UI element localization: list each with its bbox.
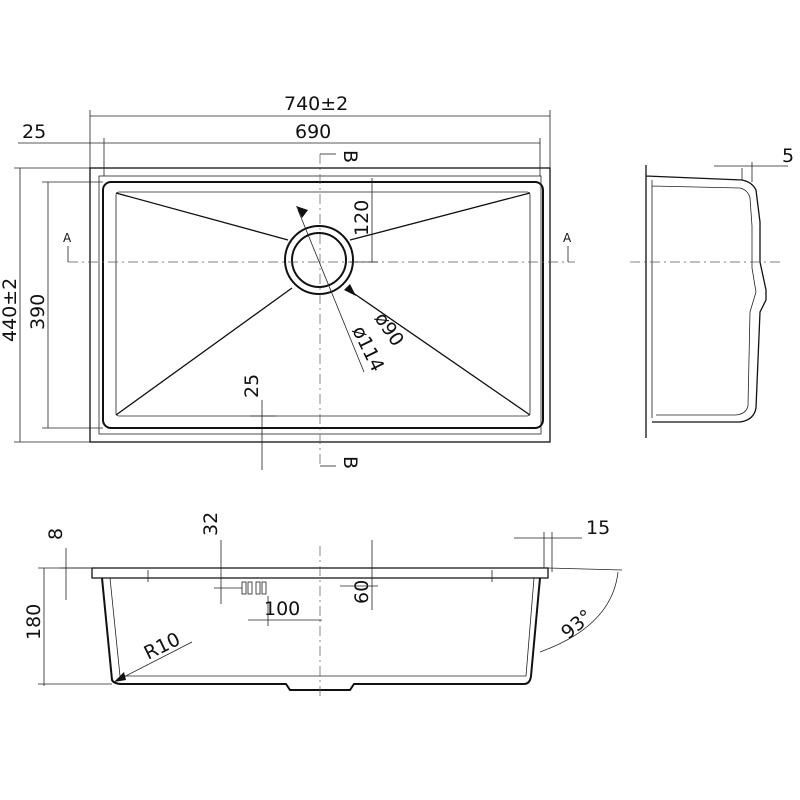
section-a-left-label: A: [63, 231, 72, 245]
leader-arrow-r10: [114, 672, 126, 682]
angle-arc-93: [539, 571, 619, 653]
overflow-slot-3: [255, 581, 261, 595]
overflow-slots: [241, 581, 267, 595]
dimension-8-label: 8: [45, 528, 67, 540]
overflow-slot-4: [261, 581, 267, 595]
side-profile-outline: [645, 165, 767, 438]
leader-line-r10: [113, 641, 193, 683]
top-view: A A B B 740±2 690 25 440±2 390 1: [0, 93, 575, 470]
dimension-r10-label: R10: [141, 628, 184, 664]
side-profile-inner: [651, 180, 757, 418]
section-b-top-label: B: [339, 150, 361, 163]
bowl-inner-outline: [115, 191, 531, 417]
side-view: 5: [630, 145, 794, 438]
leader-line-drain: [297, 209, 365, 373]
overflow-slot-1: [241, 581, 247, 595]
overflow-slot-2: [247, 581, 253, 595]
dimension-32-label: 32: [200, 512, 222, 536]
dimension-440-label: 440±2: [0, 278, 21, 342]
dimension-93-label: 93°: [557, 605, 597, 644]
section-a-right-label: A: [563, 231, 572, 245]
drain-inner-circle: [291, 232, 347, 288]
slope-line-bottom-right: [345, 287, 531, 416]
dimension-15-label: 15: [586, 517, 610, 539]
dimension-690-label: 690: [295, 121, 331, 143]
dimension-25-flange-label: 25: [22, 121, 46, 143]
dimension-740-label: 740±2: [284, 93, 348, 115]
angle-reference-line: [547, 567, 623, 571]
dimension-390-label: 390: [27, 294, 49, 330]
slope-line-bottom-left: [115, 287, 293, 416]
bowl-outline: [102, 181, 544, 429]
dimension-120-label: 120: [351, 200, 373, 236]
front-rim-outline: [91, 567, 549, 579]
drain-outer-circle: [284, 225, 354, 295]
leader-arrow-drain-top: [296, 206, 308, 218]
dimension-60-label: 60: [351, 580, 373, 604]
section-b-bottom-label: B: [339, 456, 361, 469]
dimension-25-slope-label: 25: [241, 374, 263, 398]
dimension-100-label: 100: [264, 598, 300, 620]
slope-line-top-right: [349, 192, 531, 241]
front-section-view: 8 180 32 100 60 15 R10 93°: [23, 512, 623, 700]
slope-line-top-left: [115, 192, 289, 241]
leader-arrow-drain-bottom: [344, 284, 356, 296]
dimension-180-label: 180: [23, 604, 45, 640]
front-bowl-inner: [109, 577, 535, 677]
dimension-5-label: 5: [782, 145, 794, 167]
